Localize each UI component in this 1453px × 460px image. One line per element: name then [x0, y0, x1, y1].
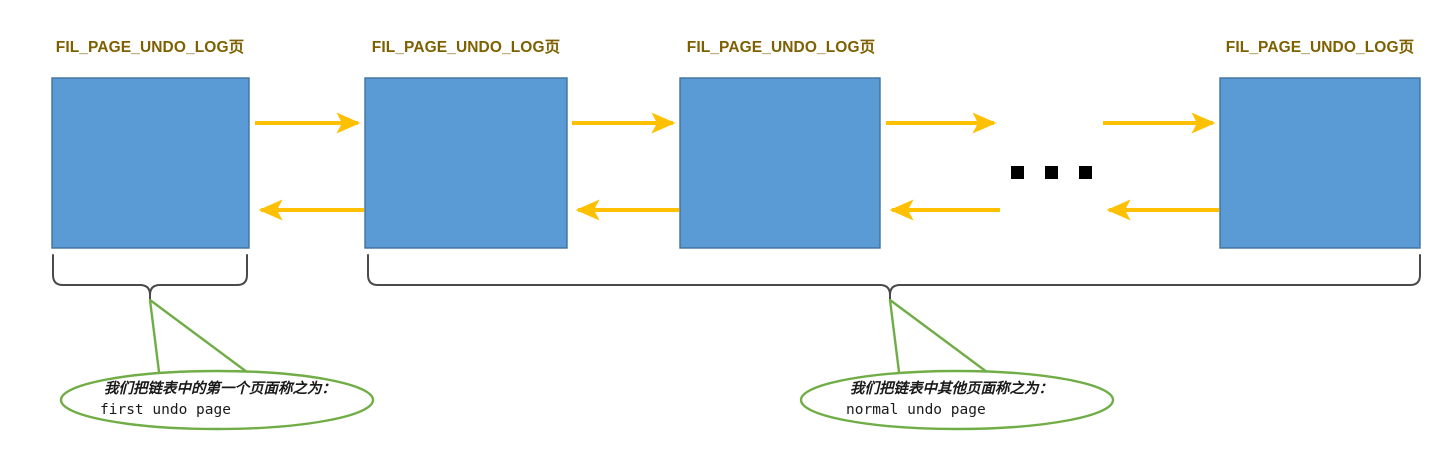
page-box-3: FIL_PAGE_UNDO_LOG页 [679, 38, 881, 249]
page-label-2: FIL_PAGE_UNDO_LOG页 [372, 38, 560, 56]
callout-first-line2: first undo page [100, 402, 231, 418]
page-box-n: FIL_PAGE_UNDO_LOG页 [1219, 38, 1421, 249]
page-label-1: FIL_PAGE_UNDO_LOG页 [56, 38, 244, 56]
callout-normal-line2: normal undo page [846, 402, 986, 418]
callout-tail-first [148, 298, 257, 382]
page-rect-2 [364, 77, 568, 249]
ellipsis-dots-group [1011, 166, 1092, 179]
callout-normal-undo-page: 我们把链表中其他页面称之为： normal undo page [799, 298, 1115, 431]
page-boxes-group: FIL_PAGE_UNDO_LOG页 FIL_PAGE_UNDO_LOG页 FI… [51, 38, 1421, 249]
page-box-1: FIL_PAGE_UNDO_LOG页 [51, 38, 250, 249]
braces-group [52, 254, 1421, 300]
ellipsis-dot-3 [1079, 166, 1092, 179]
brace-first-undo-page [52, 254, 248, 300]
callout-tail-normal [888, 298, 997, 382]
callout-first-line1: 我们把链表中的第一个页面称之为： [104, 380, 336, 397]
page-label-n: FIL_PAGE_UNDO_LOG页 [1226, 38, 1414, 56]
page-box-2: FIL_PAGE_UNDO_LOG页 [364, 38, 568, 249]
page-label-3: FIL_PAGE_UNDO_LOG页 [687, 38, 875, 56]
page-rect-1 [51, 77, 250, 249]
page-rect-3 [679, 77, 881, 249]
callout-bubble-first [59, 369, 375, 431]
ellipsis-dot-2 [1045, 166, 1058, 179]
page-rect-n [1219, 77, 1421, 249]
callout-bubble-normal [799, 369, 1115, 431]
ellipsis-dot-1 [1011, 166, 1024, 179]
brace-normal-undo-page [367, 254, 1421, 300]
callout-normal-line1: 我们把链表中其他页面称之为： [850, 380, 1053, 397]
callout-first-undo-page: 我们把链表中的第一个页面称之为： first undo page [59, 298, 375, 431]
